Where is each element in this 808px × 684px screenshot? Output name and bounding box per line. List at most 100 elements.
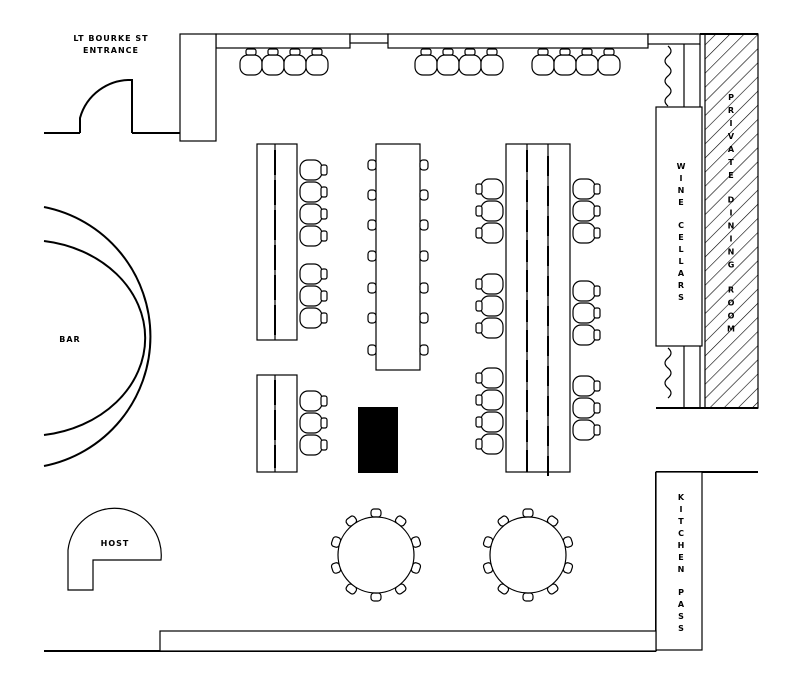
kitchen-pass-label-letter: H	[678, 541, 685, 550]
kitchen-pass-counter	[655, 471, 703, 651]
kitchen-pass-label-letter: N	[678, 565, 685, 574]
wine-cellars-label-letter: I	[680, 174, 683, 183]
wine-cellars-label-letter: S	[678, 293, 684, 302]
wine-cellars-label-letter: E	[678, 233, 683, 242]
chair	[299, 412, 328, 434]
chair	[475, 222, 504, 244]
kitchen-pass-label-letter: P	[678, 588, 684, 597]
top-wall-gap	[349, 33, 389, 44]
wine-cellars-label-letter: L	[678, 257, 683, 266]
top-counter-right	[387, 33, 649, 49]
wine-cellars-label-letter: A	[678, 269, 685, 278]
private-dining-label-letter: V	[728, 132, 735, 141]
wine-cellars-cabinet	[655, 106, 703, 347]
top-wall-corner	[647, 33, 701, 45]
walls	[44, 33, 758, 652]
kitchen-pass-label-letter: I	[680, 505, 683, 514]
kitchen-pass-label-letter: S	[678, 612, 684, 621]
chair	[419, 189, 429, 201]
kitchen-pass-label-letter: K	[678, 493, 685, 502]
left-banquette-lower	[256, 374, 298, 473]
host-stand	[67, 507, 162, 591]
wine-cellar-area	[655, 33, 759, 409]
chair	[419, 282, 429, 294]
top-counter-left	[215, 33, 351, 49]
private-dining-label-letter: I	[730, 119, 733, 128]
chair	[572, 280, 601, 302]
chair	[419, 219, 429, 231]
chair	[480, 48, 504, 76]
chair	[283, 48, 307, 76]
chair	[475, 178, 504, 200]
chair	[531, 48, 555, 76]
entrance-door	[79, 78, 133, 133]
private-dining-label-letter: E	[728, 171, 733, 180]
private-dining-label-letter: I	[730, 209, 733, 218]
chair	[239, 48, 263, 76]
wine-cellars-label-letter: W	[677, 162, 686, 171]
private-dining-label-letter: N	[728, 222, 735, 231]
private-dining-hatch	[704, 33, 759, 409]
chair	[299, 181, 328, 203]
private-dining-label-letter: M	[727, 324, 735, 333]
chair	[299, 159, 328, 181]
chair	[367, 189, 377, 201]
bar-label: BAR	[59, 335, 80, 344]
chair	[299, 307, 328, 329]
chair	[370, 592, 382, 602]
chair	[475, 200, 504, 222]
kitchen-pass-label-letter: C	[678, 529, 684, 538]
chair	[367, 219, 377, 231]
chair	[436, 48, 460, 76]
chair	[367, 250, 377, 262]
entrance-pillar	[179, 33, 217, 142]
chair	[572, 200, 601, 222]
private-dining-label-letter: O	[728, 311, 735, 320]
private-dining-label-letter: R	[728, 106, 734, 115]
wine-cellars-label-letter: N	[678, 186, 685, 195]
chairs	[239, 48, 621, 456]
private-dining-label-letter: P	[728, 93, 734, 102]
wine-cellars-label-letter: E	[678, 198, 683, 207]
chair	[553, 48, 577, 76]
chair	[475, 367, 504, 389]
curtain-bottom	[664, 347, 672, 399]
center-long-table	[375, 143, 421, 371]
chair	[522, 508, 534, 518]
chair	[522, 592, 534, 602]
chair	[419, 159, 429, 171]
chair	[572, 375, 601, 397]
chair	[367, 312, 377, 324]
chair	[597, 48, 621, 76]
private-dining-label-letter: A	[728, 145, 735, 154]
chair	[370, 508, 382, 518]
chair	[572, 178, 601, 200]
kitchen-pass-label-letter: A	[678, 600, 685, 609]
right-banquette	[505, 143, 571, 473]
wine-cellars-label-letter: L	[678, 245, 683, 254]
wine-cellars-label-letter: C	[678, 221, 684, 230]
bar-counter	[43, 206, 152, 467]
chair	[572, 302, 601, 324]
wine-cellars-label-letter: R	[678, 281, 684, 290]
entrance-label-line2: ENTRANCE	[83, 46, 139, 55]
chair	[572, 419, 601, 441]
round-table	[482, 508, 574, 602]
chair	[475, 295, 504, 317]
private-dining-label-letter: R	[728, 285, 734, 294]
chair	[299, 225, 328, 247]
private-dining-label-letter: O	[728, 298, 735, 307]
private-dining-label-letter: G	[728, 261, 735, 270]
chair	[367, 344, 377, 356]
private-dining-label-letter: D	[728, 196, 735, 205]
chair	[367, 159, 377, 171]
chair	[419, 344, 429, 356]
host-label: HOST	[101, 539, 130, 548]
chair	[572, 222, 601, 244]
kitchen-pass-label-letter: E	[678, 553, 683, 562]
private-dining-label-letter: T	[728, 158, 734, 167]
